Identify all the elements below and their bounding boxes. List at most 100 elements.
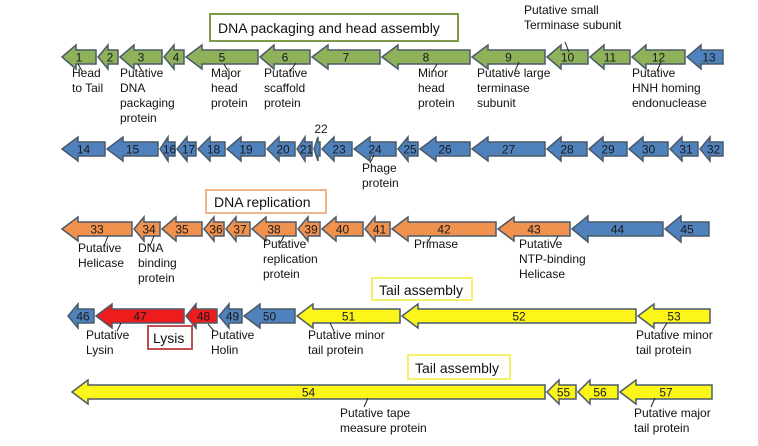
annotation-line: tail protein xyxy=(636,343,691,357)
group-label-replication: DNA replication xyxy=(214,194,311,210)
gene-number-12: 12 xyxy=(652,51,666,65)
gene-arrow-20 xyxy=(265,135,296,163)
gene-arrow-22 xyxy=(313,136,321,162)
gene-number-57: 57 xyxy=(659,386,673,400)
gene-arrow-1 xyxy=(60,43,97,71)
gene-number-56: 56 xyxy=(593,386,607,400)
annotation-line: Putative xyxy=(264,66,308,80)
annotation-line: Putative minor xyxy=(308,328,385,342)
gene-number-26: 26 xyxy=(438,143,452,157)
gene-number-41: 41 xyxy=(373,223,387,237)
leader-line-10 xyxy=(564,41,570,53)
gene-arrow-8 xyxy=(380,43,471,71)
gene-arrow-41 xyxy=(364,214,391,244)
leader-line-6 xyxy=(289,62,297,72)
annotation-line: HNH homing xyxy=(632,81,701,95)
leader-line-54 xyxy=(363,397,369,408)
annotation-line: Putative large xyxy=(477,66,551,80)
annotation-line: measure protein xyxy=(340,421,427,435)
gene-arrow-46 xyxy=(67,301,95,331)
gene-number-33: 33 xyxy=(90,223,104,237)
gene-number-15: 15 xyxy=(126,143,140,157)
gene-arrow-12 xyxy=(630,43,686,71)
gene-number-10: 10 xyxy=(561,51,575,65)
gene-number-52: 52 xyxy=(512,310,526,324)
gene-number-25: 25 xyxy=(403,143,417,157)
gene-arrow-34 xyxy=(133,214,161,244)
annotation-line: Phage xyxy=(362,161,397,175)
leader-line-12 xyxy=(656,61,662,72)
gene-number-36: 36 xyxy=(209,223,223,237)
gene-arrow-15 xyxy=(105,135,159,163)
gene-arrow-44 xyxy=(570,214,664,244)
gene-arrow-50 xyxy=(242,302,296,330)
gene-arrow-33 xyxy=(60,215,133,243)
annotation-line: Minor xyxy=(418,66,448,80)
gene-number-6: 6 xyxy=(282,51,289,65)
gene-arrow-7 xyxy=(310,43,381,71)
annotation-line: Putative xyxy=(86,328,130,342)
annotation-line: Head xyxy=(72,66,101,80)
leader-line-24 xyxy=(369,154,375,164)
group-label-lysis: Lysis xyxy=(153,330,184,346)
annotation-line: terminase xyxy=(477,81,530,95)
gene-number-22: 22 xyxy=(314,122,328,136)
leader-line-8 xyxy=(432,63,438,72)
gene-arrow-30 xyxy=(627,135,669,163)
gene-number-29: 29 xyxy=(601,143,615,157)
gene-number-55: 55 xyxy=(557,386,571,400)
gene-number-34: 34 xyxy=(142,223,156,237)
gene-arrow-40 xyxy=(320,215,364,243)
annotation-line: DNA xyxy=(120,81,145,95)
gene-arrow-43 xyxy=(496,215,571,243)
leader-line-57 xyxy=(650,397,656,408)
gene-number-44: 44 xyxy=(611,223,625,237)
leader-line-53 xyxy=(661,322,668,332)
gene-number-24: 24 xyxy=(368,143,382,157)
annotation-line: protein xyxy=(418,96,455,110)
group-box-packaging xyxy=(209,13,459,42)
leader-line-34 xyxy=(149,235,155,247)
gene-number-51: 51 xyxy=(342,310,356,324)
annotation-line: packaging xyxy=(120,96,175,110)
leader-line-48 xyxy=(207,323,215,332)
gene-arrow-32 xyxy=(699,134,724,164)
gene-arrow-6 xyxy=(258,43,311,71)
group-label-packaging: DNA packaging and head assembly xyxy=(218,20,440,36)
gene-number-23: 23 xyxy=(332,143,346,157)
annotation-line: Putative xyxy=(78,241,122,255)
gene-number-53: 53 xyxy=(667,310,681,324)
gene-arrow-27 xyxy=(470,135,546,163)
gene-number-45: 45 xyxy=(680,223,694,237)
annotation-line: Terminase subunit xyxy=(524,18,622,32)
gene-number-21: 21 xyxy=(300,143,314,157)
annotation-line: protein xyxy=(138,271,175,285)
gene-number-18: 18 xyxy=(207,143,221,157)
annotation-line: binding xyxy=(138,256,177,270)
group-label-tail2: Tail assembly xyxy=(415,360,499,376)
annotation-line: subunit xyxy=(477,96,516,110)
annotation-line: protein xyxy=(211,96,248,110)
annotation-line: protein xyxy=(362,176,399,190)
gene-arrow-31 xyxy=(668,135,699,163)
gene-number-27: 27 xyxy=(502,143,516,157)
gene-arrow-17 xyxy=(176,134,197,164)
gene-arrow-48 xyxy=(185,301,218,331)
annotation-line: Primase xyxy=(414,237,458,251)
gene-arrow-39 xyxy=(297,214,321,244)
